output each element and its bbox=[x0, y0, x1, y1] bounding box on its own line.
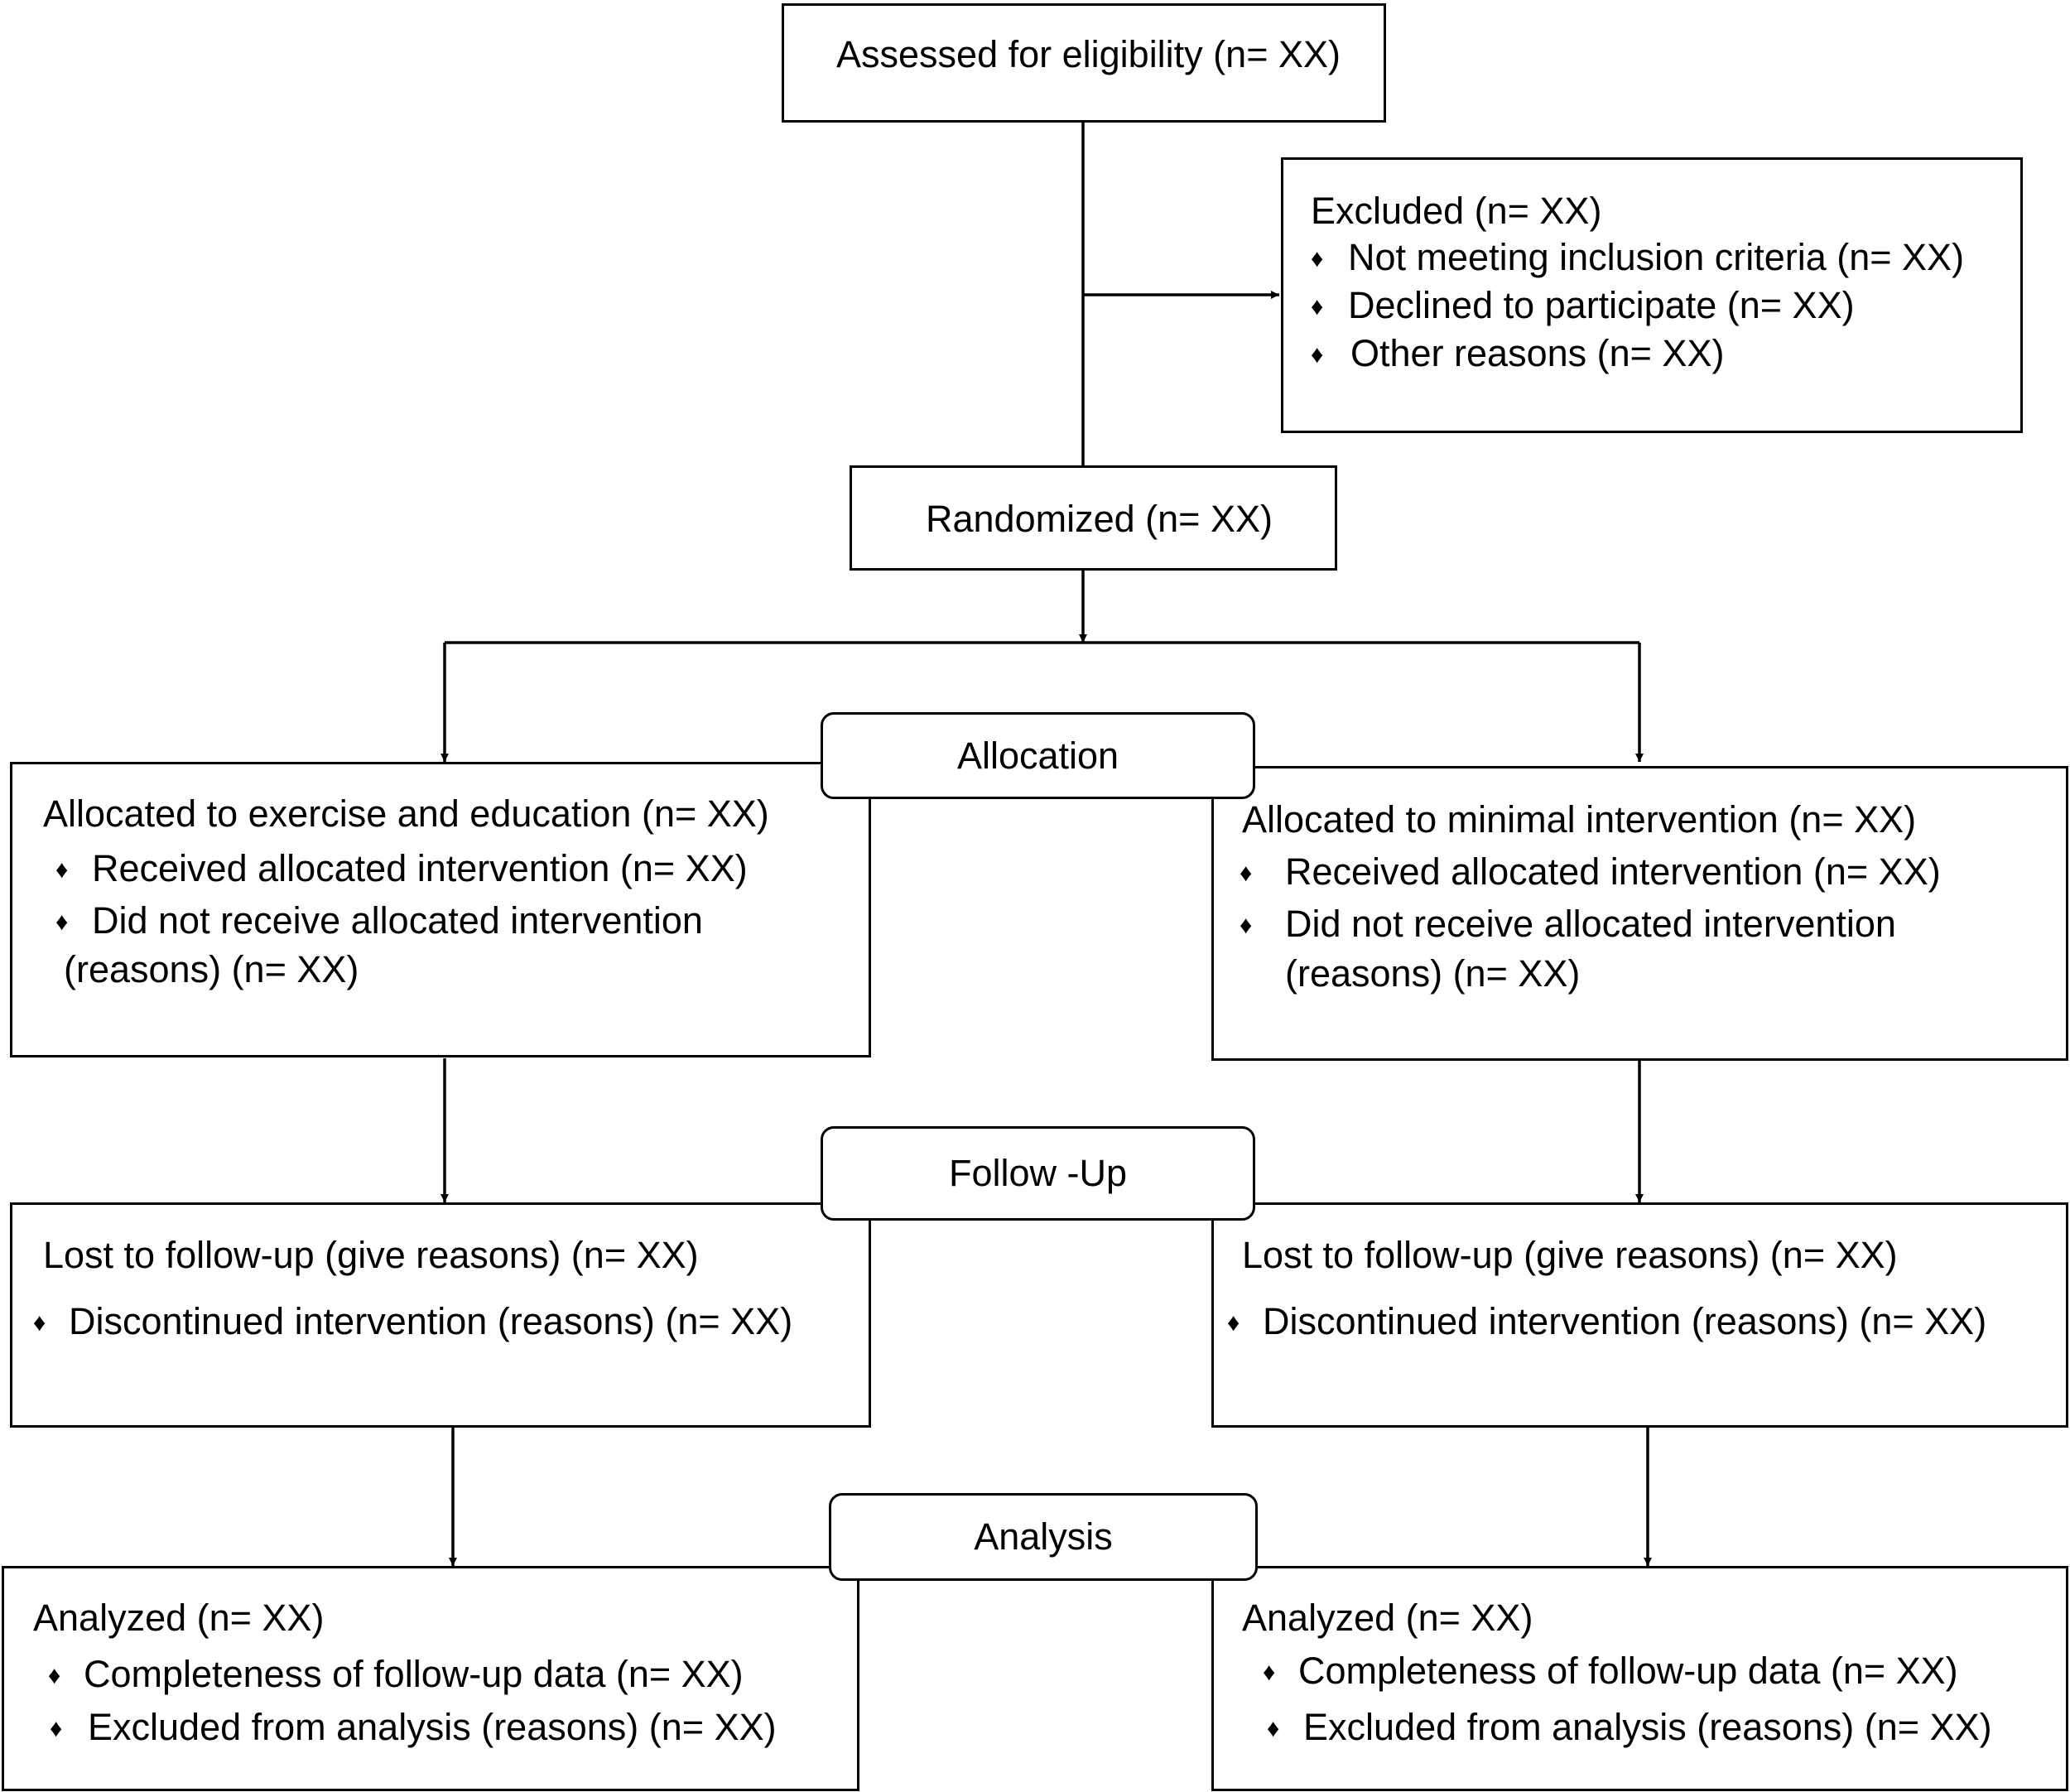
bullet-icon: ♦ bbox=[48, 1662, 61, 1689]
allocation-stage-label: Allocation bbox=[821, 712, 1255, 799]
left-allocated-title: Allocated to exercise and education (n= … bbox=[43, 792, 769, 835]
right-followup-item-1: ♦ Discontinued intervention (reasons) (n=… bbox=[1227, 1303, 1986, 1340]
bullet-icon: ♦ bbox=[1240, 860, 1253, 887]
right-analysis-item-2-text: Excluded from analysis (reasons) (n= XX) bbox=[1303, 1706, 1992, 1748]
randomized-box bbox=[850, 465, 1337, 571]
bullet-icon: ♦ bbox=[1267, 1715, 1280, 1742]
left-followup-item-1: ♦ Discontinued intervention (reasons) (n=… bbox=[33, 1303, 792, 1340]
left-allocated-item-1: ♦ Received allocated intervention (n= XX) bbox=[55, 850, 748, 887]
right-followup-box bbox=[1211, 1202, 2068, 1428]
left-analysis-title: Analyzed (n= XX) bbox=[33, 1597, 325, 1639]
bullet-icon: ♦ bbox=[50, 1715, 63, 1742]
bullet-icon: ♦ bbox=[1263, 1659, 1276, 1686]
excluded-item-3: ♦ Other reasons (n= XX) bbox=[1311, 335, 1724, 372]
right-allocated-title: Allocated to minimal intervention (n= XX… bbox=[1242, 798, 1917, 841]
left-allocated-item-2: ♦ Did not receive allocated intervention bbox=[55, 902, 703, 939]
right-allocated-item-1-text: Received allocated intervention (n= XX) bbox=[1285, 850, 1941, 893]
left-followup-item-1-text: Discontinued intervention (reasons) (n= … bbox=[69, 1300, 793, 1342]
right-analysis-title: Analyzed (n= XX) bbox=[1242, 1597, 1533, 1639]
bullet-icon: ♦ bbox=[1227, 1309, 1240, 1337]
left-allocated-box bbox=[10, 762, 871, 1057]
excluded-title: Excluded (n= XX) bbox=[1311, 190, 1602, 232]
left-allocated-item-2-text: Did not receive allocated intervention bbox=[92, 899, 703, 942]
left-analysis-item-2-text: Excluded from analysis (reasons) (n= XX) bbox=[88, 1706, 777, 1748]
randomized-text: Randomized (n= XX) bbox=[926, 498, 1273, 540]
right-analysis-item-1: ♦ Completeness of follow-up data (n= XX) bbox=[1263, 1652, 1958, 1689]
bullet-icon: ♦ bbox=[33, 1309, 46, 1337]
right-analysis-box bbox=[1211, 1566, 2068, 1791]
excluded-item-text: Other reasons (n= XX) bbox=[1350, 332, 1725, 374]
right-analysis-item-1-text: Completeness of follow-up data (n= XX) bbox=[1298, 1650, 1958, 1692]
left-analysis-item-1: ♦ Completeness of follow-up data (n= XX) bbox=[48, 1655, 744, 1693]
bullet-icon: ♦ bbox=[55, 856, 69, 884]
bullet-icon: ♦ bbox=[1311, 245, 1324, 272]
right-allocated-item-1: ♦ Received allocated intervention (n= XX) bbox=[1240, 853, 1941, 890]
bullet-icon: ♦ bbox=[1240, 912, 1253, 939]
left-analysis-box bbox=[2, 1566, 859, 1791]
left-allocated-item-2-cont: (reasons) (n= XX) bbox=[64, 948, 359, 990]
assessed-text: Assessed for eligibility (n= XX) bbox=[836, 33, 1341, 75]
right-followup-item-1-text: Discontinued intervention (reasons) (n= … bbox=[1263, 1300, 1987, 1342]
left-analysis-item-2: ♦ Excluded from analysis (reasons) (n= XX… bbox=[50, 1708, 777, 1746]
right-allocated-item-2-cont: (reasons) (n= XX) bbox=[1285, 952, 1581, 995]
bullet-icon: ♦ bbox=[1311, 341, 1324, 369]
right-allocated-item-2-text: Did not receive allocated intervention bbox=[1285, 903, 1896, 945]
excluded-item-text: Not meeting inclusion criteria (n= XX) bbox=[1348, 236, 1965, 278]
excluded-item-2: ♦ Declined to participate (n= XX) bbox=[1311, 287, 1855, 324]
assessed-box bbox=[782, 3, 1386, 123]
bullet-icon: ♦ bbox=[55, 908, 69, 936]
left-analysis-item-1-text: Completeness of follow-up data (n= XX) bbox=[84, 1653, 744, 1695]
follow-up-stage-label: Follow -Up bbox=[821, 1126, 1255, 1221]
excluded-item-text: Declined to participate (n= XX) bbox=[1348, 284, 1855, 326]
right-followup-title: Lost to follow-up (give reasons) (n= XX) bbox=[1242, 1234, 1898, 1276]
right-allocated-item-2: ♦ Did not receive allocated intervention bbox=[1240, 905, 1896, 942]
left-followup-title: Lost to follow-up (give reasons) (n= XX) bbox=[43, 1234, 699, 1276]
left-allocated-item-1-text: Received allocated intervention (n= XX) bbox=[92, 847, 748, 889]
left-followup-box bbox=[10, 1202, 871, 1428]
bullet-icon: ♦ bbox=[1311, 293, 1324, 320]
right-analysis-item-2: ♦ Excluded from analysis (reasons) (n= XX… bbox=[1267, 1708, 1992, 1746]
excluded-item-1: ♦ Not meeting inclusion criteria (n= XX) bbox=[1311, 238, 1964, 276]
right-allocated-box bbox=[1211, 766, 2068, 1061]
excluded-box bbox=[1281, 157, 2023, 433]
analysis-stage-label: Analysis bbox=[829, 1493, 1258, 1581]
